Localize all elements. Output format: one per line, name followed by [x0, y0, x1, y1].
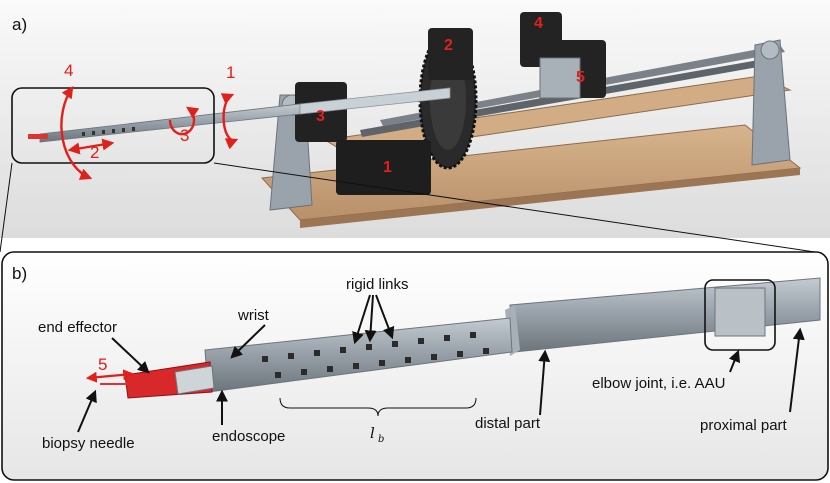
motor-1 — [336, 140, 431, 195]
panel-a-label: a) — [12, 15, 27, 34]
dof-3-number: 3 — [180, 126, 189, 145]
motor-2-number: 2 — [444, 37, 453, 54]
carriage-block — [539, 57, 581, 99]
motor-4-number: 4 — [534, 15, 543, 32]
dof-4-number: 4 — [64, 61, 73, 80]
motor-1-number: 1 — [383, 159, 392, 176]
proximal-part-label: proximal part — [700, 417, 788, 434]
motor-3-number: 3 — [316, 108, 325, 125]
endoscope-label: endoscope — [212, 428, 285, 445]
dof-2-arrow — [67, 138, 115, 155]
shaft-tip — [28, 134, 48, 139]
panel-a: a) — [0, 0, 830, 253]
dof-5-arrow — [85, 369, 135, 383]
motor-4 — [520, 12, 562, 67]
rear-stand-bearing — [760, 40, 780, 60]
panel-b: b) 5 l b — [1, 251, 829, 481]
motor-2 — [428, 28, 473, 80]
rigid-links-arrow-1 — [352, 294, 371, 345]
panel-b-label: b) — [12, 264, 27, 283]
distal-part-arrow — [538, 349, 551, 416]
biopsy-needle-label: biopsy needle — [42, 435, 135, 452]
dof-5-number: 5 — [98, 355, 107, 374]
zoom-line-right — [213, 162, 816, 253]
end-effector-arrow — [111, 337, 150, 374]
motor-5-number: 5 — [576, 69, 585, 86]
dof-2-number: 2 — [90, 143, 99, 162]
wooden-base-edge — [300, 168, 800, 228]
lb-subscript: b — [378, 434, 384, 445]
proximal-part-arrow — [789, 327, 805, 413]
wrist-arrow — [230, 324, 266, 359]
zoom-line-left — [0, 162, 13, 253]
zoom-region-box — [11, 87, 215, 164]
dof-1-number: 1 — [226, 63, 235, 82]
elbow-joint-label: elbow joint, i.e. AAU — [592, 375, 725, 392]
elbow-joint-mechanism — [714, 287, 766, 337]
biopsy-needle-arrow — [77, 389, 97, 433]
rigid-links-arrow-2 — [364, 294, 377, 343]
dof-4-arrow — [60, 86, 93, 180]
lb-symbol: l — [370, 424, 375, 442]
elbow-joint-arrow — [728, 349, 741, 373]
distal-part-label: distal part — [475, 415, 541, 432]
dof-1-arrow — [220, 93, 239, 150]
wrist-label: wrist — [237, 307, 270, 324]
rigid-links-label: rigid links — [346, 276, 409, 293]
dof-3-arrow — [168, 106, 200, 136]
lb-brace — [279, 397, 477, 417]
rigid-links-arrow-3 — [375, 294, 395, 340]
end-effector-label: end effector — [38, 319, 117, 336]
wrist-joint — [174, 365, 215, 395]
rigid-link-slots — [262, 332, 489, 378]
shaft-rear — [299, 87, 451, 115]
